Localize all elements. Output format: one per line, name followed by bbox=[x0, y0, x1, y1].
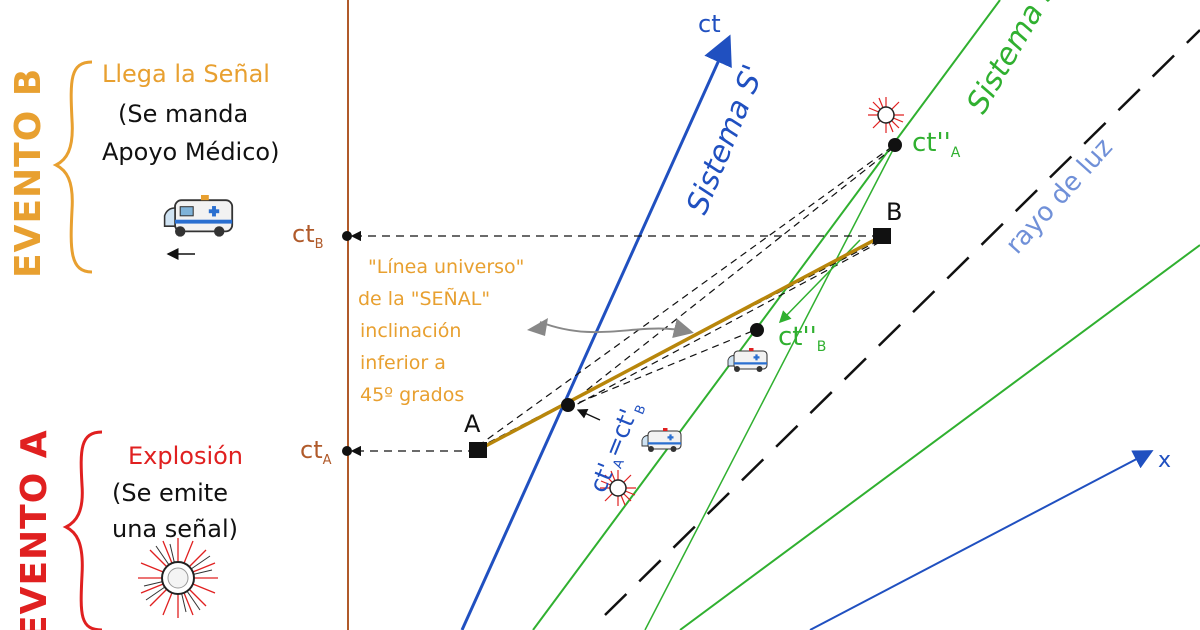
signal-note-line3: inclinación bbox=[360, 320, 462, 342]
signal-note-line4: inferior a bbox=[360, 352, 446, 374]
event-b-square bbox=[873, 228, 891, 244]
ambulance-icon bbox=[163, 195, 234, 237]
evento-b-line2: (Se manda bbox=[118, 100, 249, 128]
ctpp-b-sub: B bbox=[816, 339, 827, 356]
evento-b-line1: Llega la Señal bbox=[102, 60, 270, 88]
ct-top-label: ct bbox=[698, 10, 721, 38]
signal-note-line1: "Línea universo" bbox=[368, 256, 525, 278]
x-axis-line bbox=[809, 450, 1154, 630]
ct-b-label: ctB bbox=[292, 220, 324, 252]
evento-a-line2: (Se emite bbox=[112, 479, 228, 507]
x-axis-label: x bbox=[1158, 448, 1172, 473]
ct-a-base: ct bbox=[300, 436, 323, 464]
dashed-ctp-to-ctppa bbox=[567, 147, 894, 406]
ctpp-b-base: ct'' bbox=[778, 322, 817, 352]
green-line-lower bbox=[679, 244, 1200, 630]
brace-evento-a bbox=[62, 430, 103, 630]
sistema-s-prime-axis bbox=[460, 34, 732, 630]
signal-worldline bbox=[477, 234, 883, 452]
dashed-b-to-ctp bbox=[569, 241, 881, 409]
ct-b-base: ct bbox=[292, 220, 315, 248]
light-ray-line bbox=[604, 29, 1200, 616]
ctpp-b-dot bbox=[750, 323, 764, 337]
evento-a-line1: Explosión bbox=[128, 442, 244, 470]
ctpp-a-sub: A bbox=[950, 145, 961, 162]
explosion-icon bbox=[868, 97, 904, 133]
dashed-ctp-to-ctppb bbox=[567, 329, 756, 408]
annotation-arrow bbox=[539, 318, 694, 339]
ct-a-label: ctA bbox=[300, 436, 332, 468]
dashed-a-to-ctppa bbox=[477, 145, 894, 447]
signal-note-line2: de la "SEÑAL" bbox=[358, 288, 491, 310]
annotation-arrow-tail bbox=[527, 318, 548, 336]
point-a-label: A bbox=[464, 410, 481, 438]
ambulance-icon bbox=[727, 348, 768, 372]
signal-note-line5: 45º grados bbox=[360, 384, 465, 406]
evento-b-label: EVENTO B bbox=[8, 67, 49, 278]
brace-evento-b bbox=[52, 60, 93, 274]
explosion-icon bbox=[138, 538, 218, 618]
evento-a-line3: una señal) bbox=[112, 515, 238, 543]
evento-a-label: EVENTO A bbox=[14, 429, 55, 630]
ambulance-icon bbox=[641, 428, 682, 452]
ct-b-dot bbox=[342, 231, 352, 241]
ctpp-a-dot bbox=[888, 138, 902, 152]
evento-b-line3: Apoyo Médico) bbox=[102, 138, 280, 166]
point-b-label: B bbox=[886, 198, 903, 226]
ctpp-a-label: ct''A bbox=[912, 128, 960, 161]
ct-b-sub: B bbox=[314, 236, 324, 252]
ct-a-dot bbox=[342, 446, 352, 456]
event-a-square bbox=[469, 442, 487, 458]
ct-a-sub: A bbox=[322, 452, 332, 468]
explosion-icon bbox=[600, 470, 636, 506]
sistema-s-doubleprime-axis bbox=[532, 0, 1001, 630]
ctprime-pointer bbox=[576, 409, 601, 421]
ctpp-b-label: ct''B bbox=[778, 322, 826, 355]
ctp-dot bbox=[561, 398, 575, 412]
ctpp-a-base: ct'' bbox=[912, 128, 951, 158]
green-worldline-b bbox=[644, 141, 898, 630]
